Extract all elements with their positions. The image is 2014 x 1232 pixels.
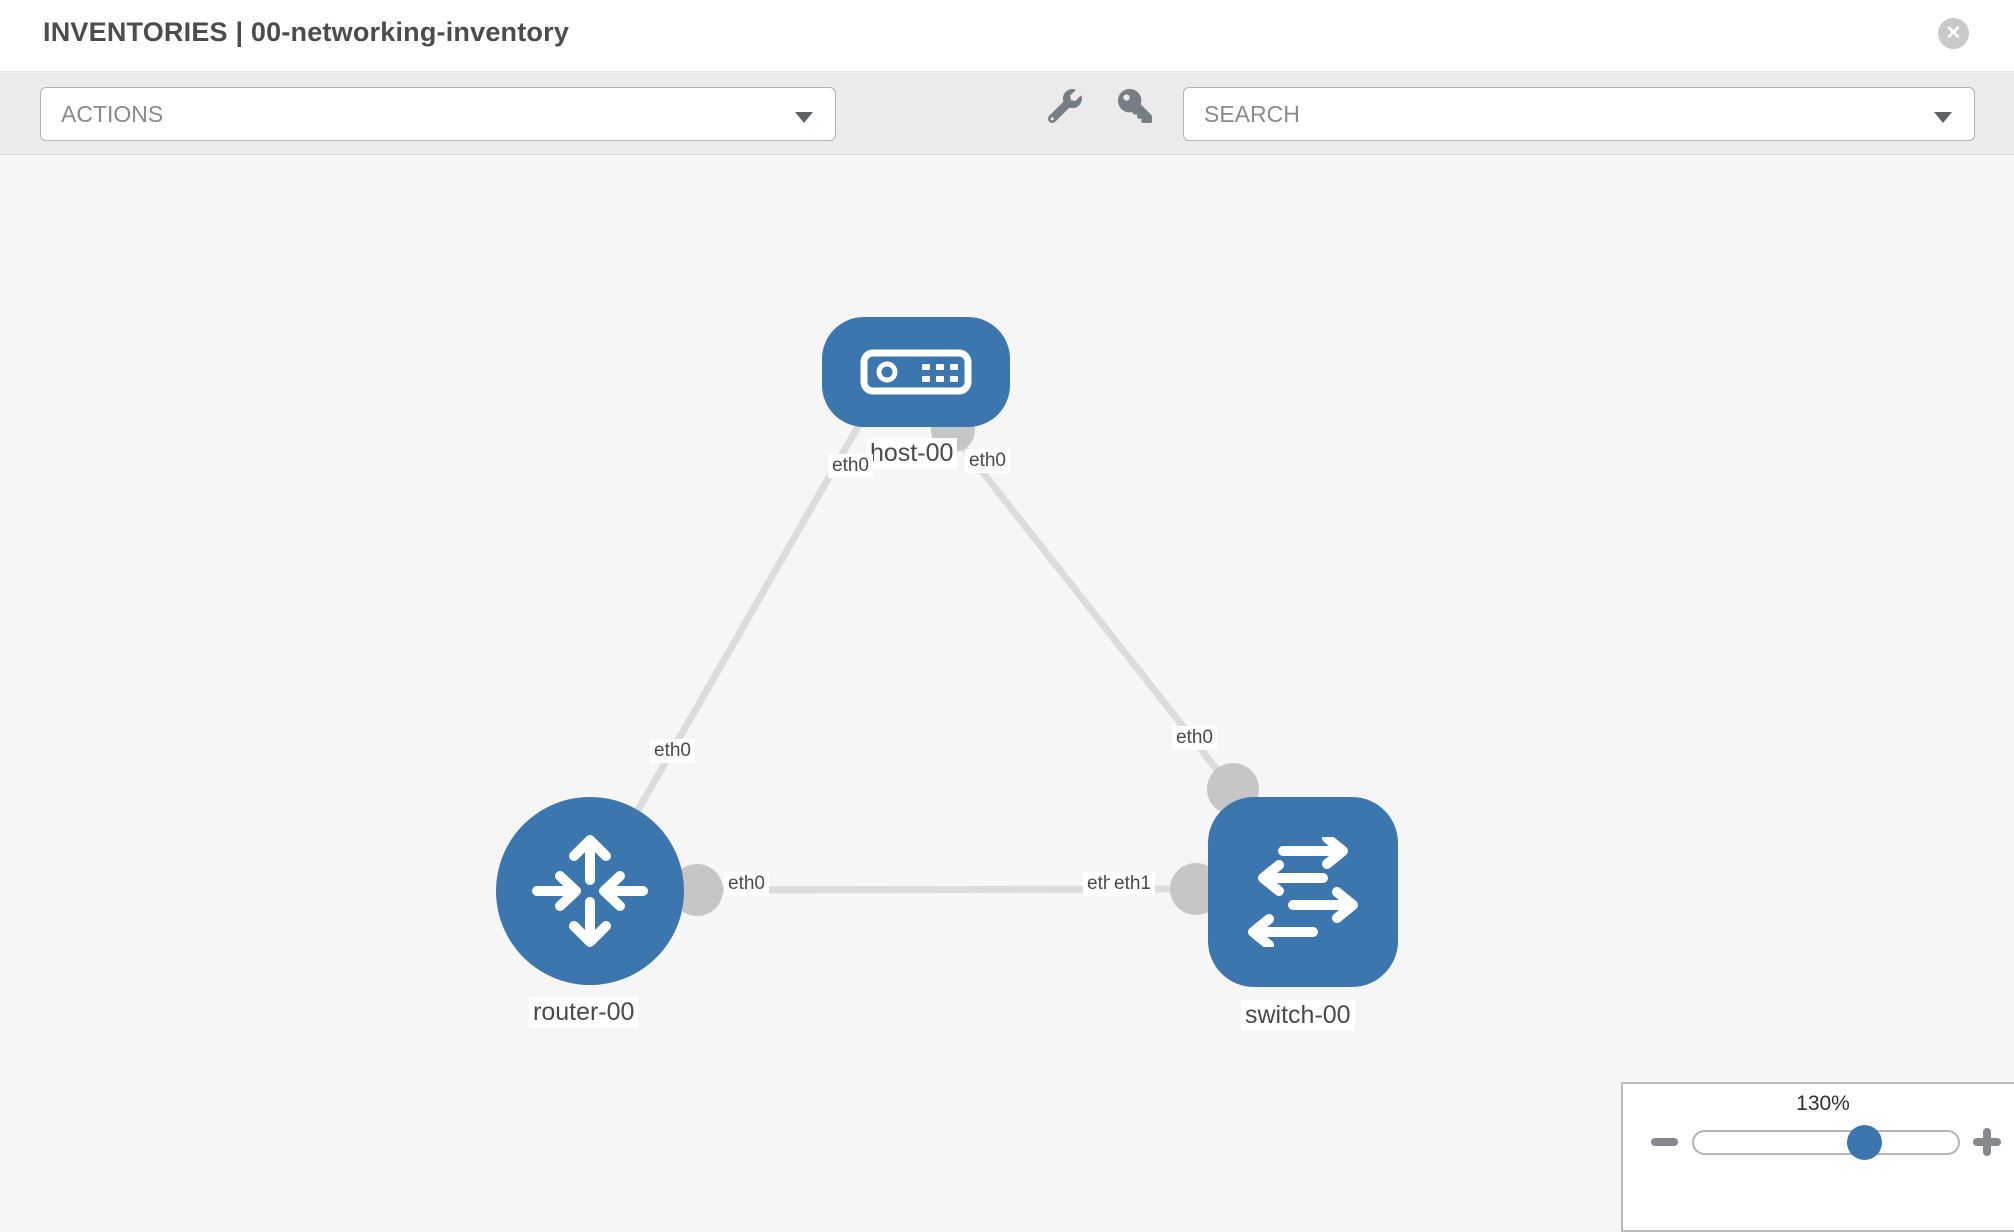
router-icon: [532, 835, 648, 947]
page-title: INVENTORIES | 00-networking-inventory: [43, 17, 570, 47]
switch-icon: [1248, 837, 1358, 947]
zoom-percentage: 130%: [1796, 1092, 1850, 1115]
server-icon: [860, 349, 972, 395]
zoom-out-button[interactable]: [1651, 1138, 1678, 1146]
if-label-host-eth0-right: eth0: [965, 449, 1010, 473]
if-label-switch-eth1: eth1: [1110, 872, 1155, 896]
zoom-slider-knob[interactable]: [1847, 1125, 1882, 1160]
search-dropdown[interactable]: SEARCH: [1183, 87, 1975, 141]
node-label-host: host-00: [866, 438, 958, 469]
topology-canvas[interactable]: host-00 router-00 switch-00 eth0 eth0 et…: [0, 155, 2014, 1200]
close-glyph: ✕: [1945, 23, 1962, 44]
node-label-router: router-00: [529, 997, 639, 1028]
header-bar: INVENTORIES | 00-networking-inventory ✕: [0, 0, 2014, 72]
node-router-00[interactable]: [496, 797, 684, 985]
wrench-icon[interactable]: [1047, 89, 1082, 124]
zoom-slider-track[interactable]: [1692, 1130, 1960, 1155]
link-host-router: [614, 421, 864, 847]
key-icon[interactable]: [1118, 89, 1152, 123]
chevron-down-icon: [795, 112, 813, 123]
chevron-down-icon: [1934, 112, 1952, 123]
if-label-host-eth0-left: eth0: [828, 454, 873, 478]
close-icon[interactable]: ✕: [1938, 18, 1969, 49]
links-layer: [614, 408, 1259, 916]
if-label-switch-eth0: eth0: [1172, 726, 1217, 750]
node-switch-00[interactable]: [1208, 797, 1398, 987]
if-label-router-eth0-up: eth0: [650, 739, 695, 763]
actions-dropdown-label: ACTIONS: [61, 100, 164, 127]
node-label-switch: switch-00: [1241, 1000, 1355, 1031]
zoom-in-button[interactable]: [1973, 1128, 2001, 1156]
if-label-router-eth0: eth0: [724, 872, 769, 896]
node-host-00[interactable]: [822, 317, 1010, 427]
actions-dropdown[interactable]: ACTIONS: [40, 87, 836, 141]
search-placeholder: SEARCH: [1204, 100, 1300, 127]
toolbar: ACTIONS SEARCH: [0, 73, 2014, 155]
zoom-panel: 130%: [1621, 1082, 2014, 1232]
